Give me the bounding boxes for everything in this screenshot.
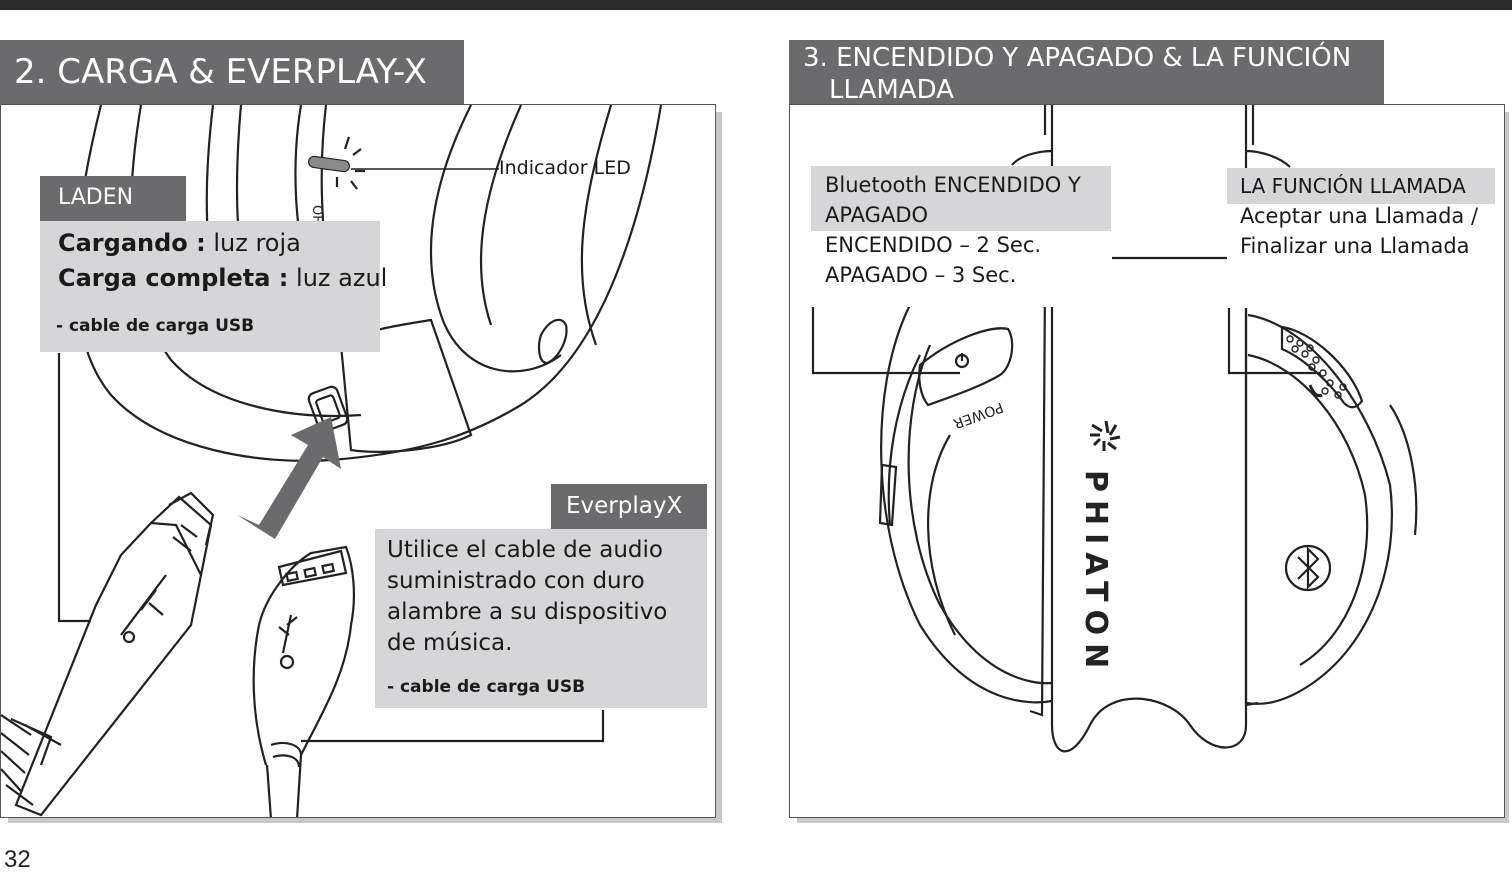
bluetooth-on-duration: ENCENDIDO – 2 Sec. bbox=[825, 233, 1042, 257]
laden-info-box: Cargando : luz roja Carga completa : luz… bbox=[40, 221, 387, 352]
headphone-top-illustration: PHIATON POWER bbox=[811, 105, 1418, 753]
everplayx-cable-note: - cable de carga USB bbox=[387, 677, 586, 697]
laden-cable-note: - cable de carga USB bbox=[56, 316, 255, 336]
call-text-area: Aceptar una Llamada / Finalizar una Llam… bbox=[1227, 204, 1499, 308]
right-section-title: 3. ENCENDIDO Y APAGADO & LA FUNCIÓN LLAM… bbox=[789, 40, 1384, 105]
full-charge-value: luz azul bbox=[288, 264, 388, 292]
brand-text: PHIATON bbox=[1078, 470, 1113, 676]
full-charge-key: Carga completa : bbox=[58, 264, 289, 292]
bluetooth-tag-line-1: Bluetooth ENCENDIDO Y bbox=[825, 173, 1081, 197]
everplayx-info-box: Utilice el cable de audio suministrado c… bbox=[375, 529, 707, 708]
phiaton-logo-icon bbox=[1090, 420, 1121, 451]
bluetooth-tag-line-2: APAGADO bbox=[825, 203, 929, 227]
right-title-line-1: 3. ENCENDIDO Y APAGADO & LA FUNCIÓN bbox=[803, 43, 1352, 73]
page-number: 32 bbox=[4, 846, 31, 873]
laden-tag: LADEN bbox=[40, 176, 186, 221]
call-function-tag: LA FUNCIÓN LLAMADA bbox=[1227, 168, 1495, 204]
bluetooth-tag: Bluetooth ENCENDIDO Y APAGADO bbox=[811, 166, 1111, 231]
bluetooth-text-area: ENCENDIDO – 2 Sec. APAGADO – 3 Sec. bbox=[811, 231, 1111, 307]
power-label: POWER bbox=[951, 398, 1005, 431]
charging-arrow bbox=[237, 417, 341, 539]
call-end-text: Finalizar una Llamada bbox=[1240, 234, 1470, 258]
bluetooth-off-duration: APAGADO – 3 Sec. bbox=[825, 263, 1017, 287]
charging-key: Cargando : bbox=[58, 229, 206, 257]
led-indicator-label: Indicador LED bbox=[499, 157, 631, 179]
charging-value: luz roja bbox=[205, 229, 301, 257]
everplayx-description: Utilice el cable de audio suministrado c… bbox=[387, 537, 668, 656]
right-title-line-2: LLAMADA bbox=[829, 75, 954, 105]
top-bar bbox=[0, 0, 1512, 10]
left-section-title: 2. CARGA & EVERPLAY-X bbox=[0, 40, 464, 104]
everplayx-tag: EverplayX bbox=[551, 484, 707, 529]
call-accept-text: Aceptar una Llamada / bbox=[1240, 204, 1479, 228]
